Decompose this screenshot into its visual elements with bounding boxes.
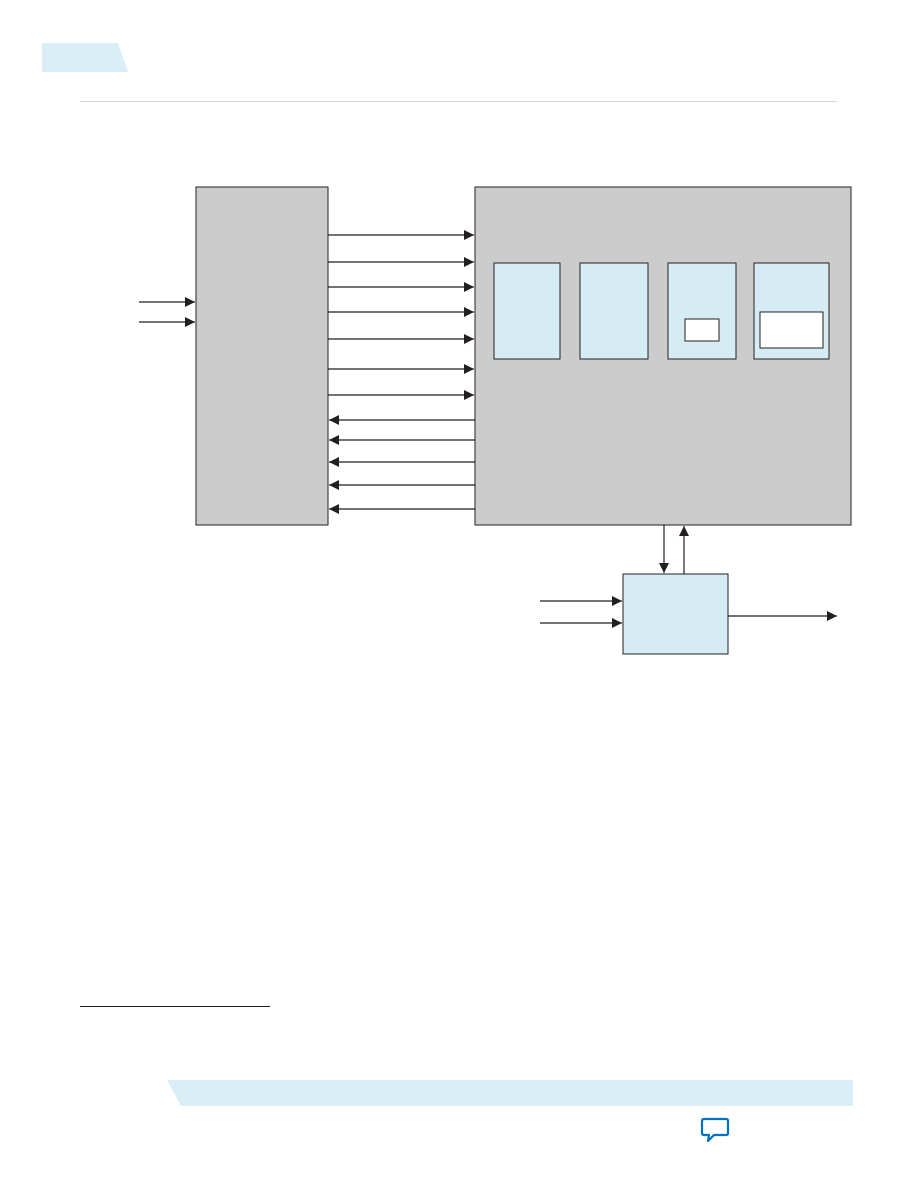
bottom-block [622,573,729,655]
feedback-chat-icon[interactable] [700,1117,730,1143]
sub-block-1 [493,262,561,360]
sub-block-4-inner-box [759,311,824,349]
sub-block-3 [667,262,737,360]
sub-block-2 [579,262,649,360]
footer-band [167,1080,853,1106]
header-rule [80,101,837,102]
left-block [195,186,329,526]
page-header-tab [42,43,128,72]
footnote-rule [80,1006,270,1007]
sub-block-3-inner-box [684,318,720,342]
